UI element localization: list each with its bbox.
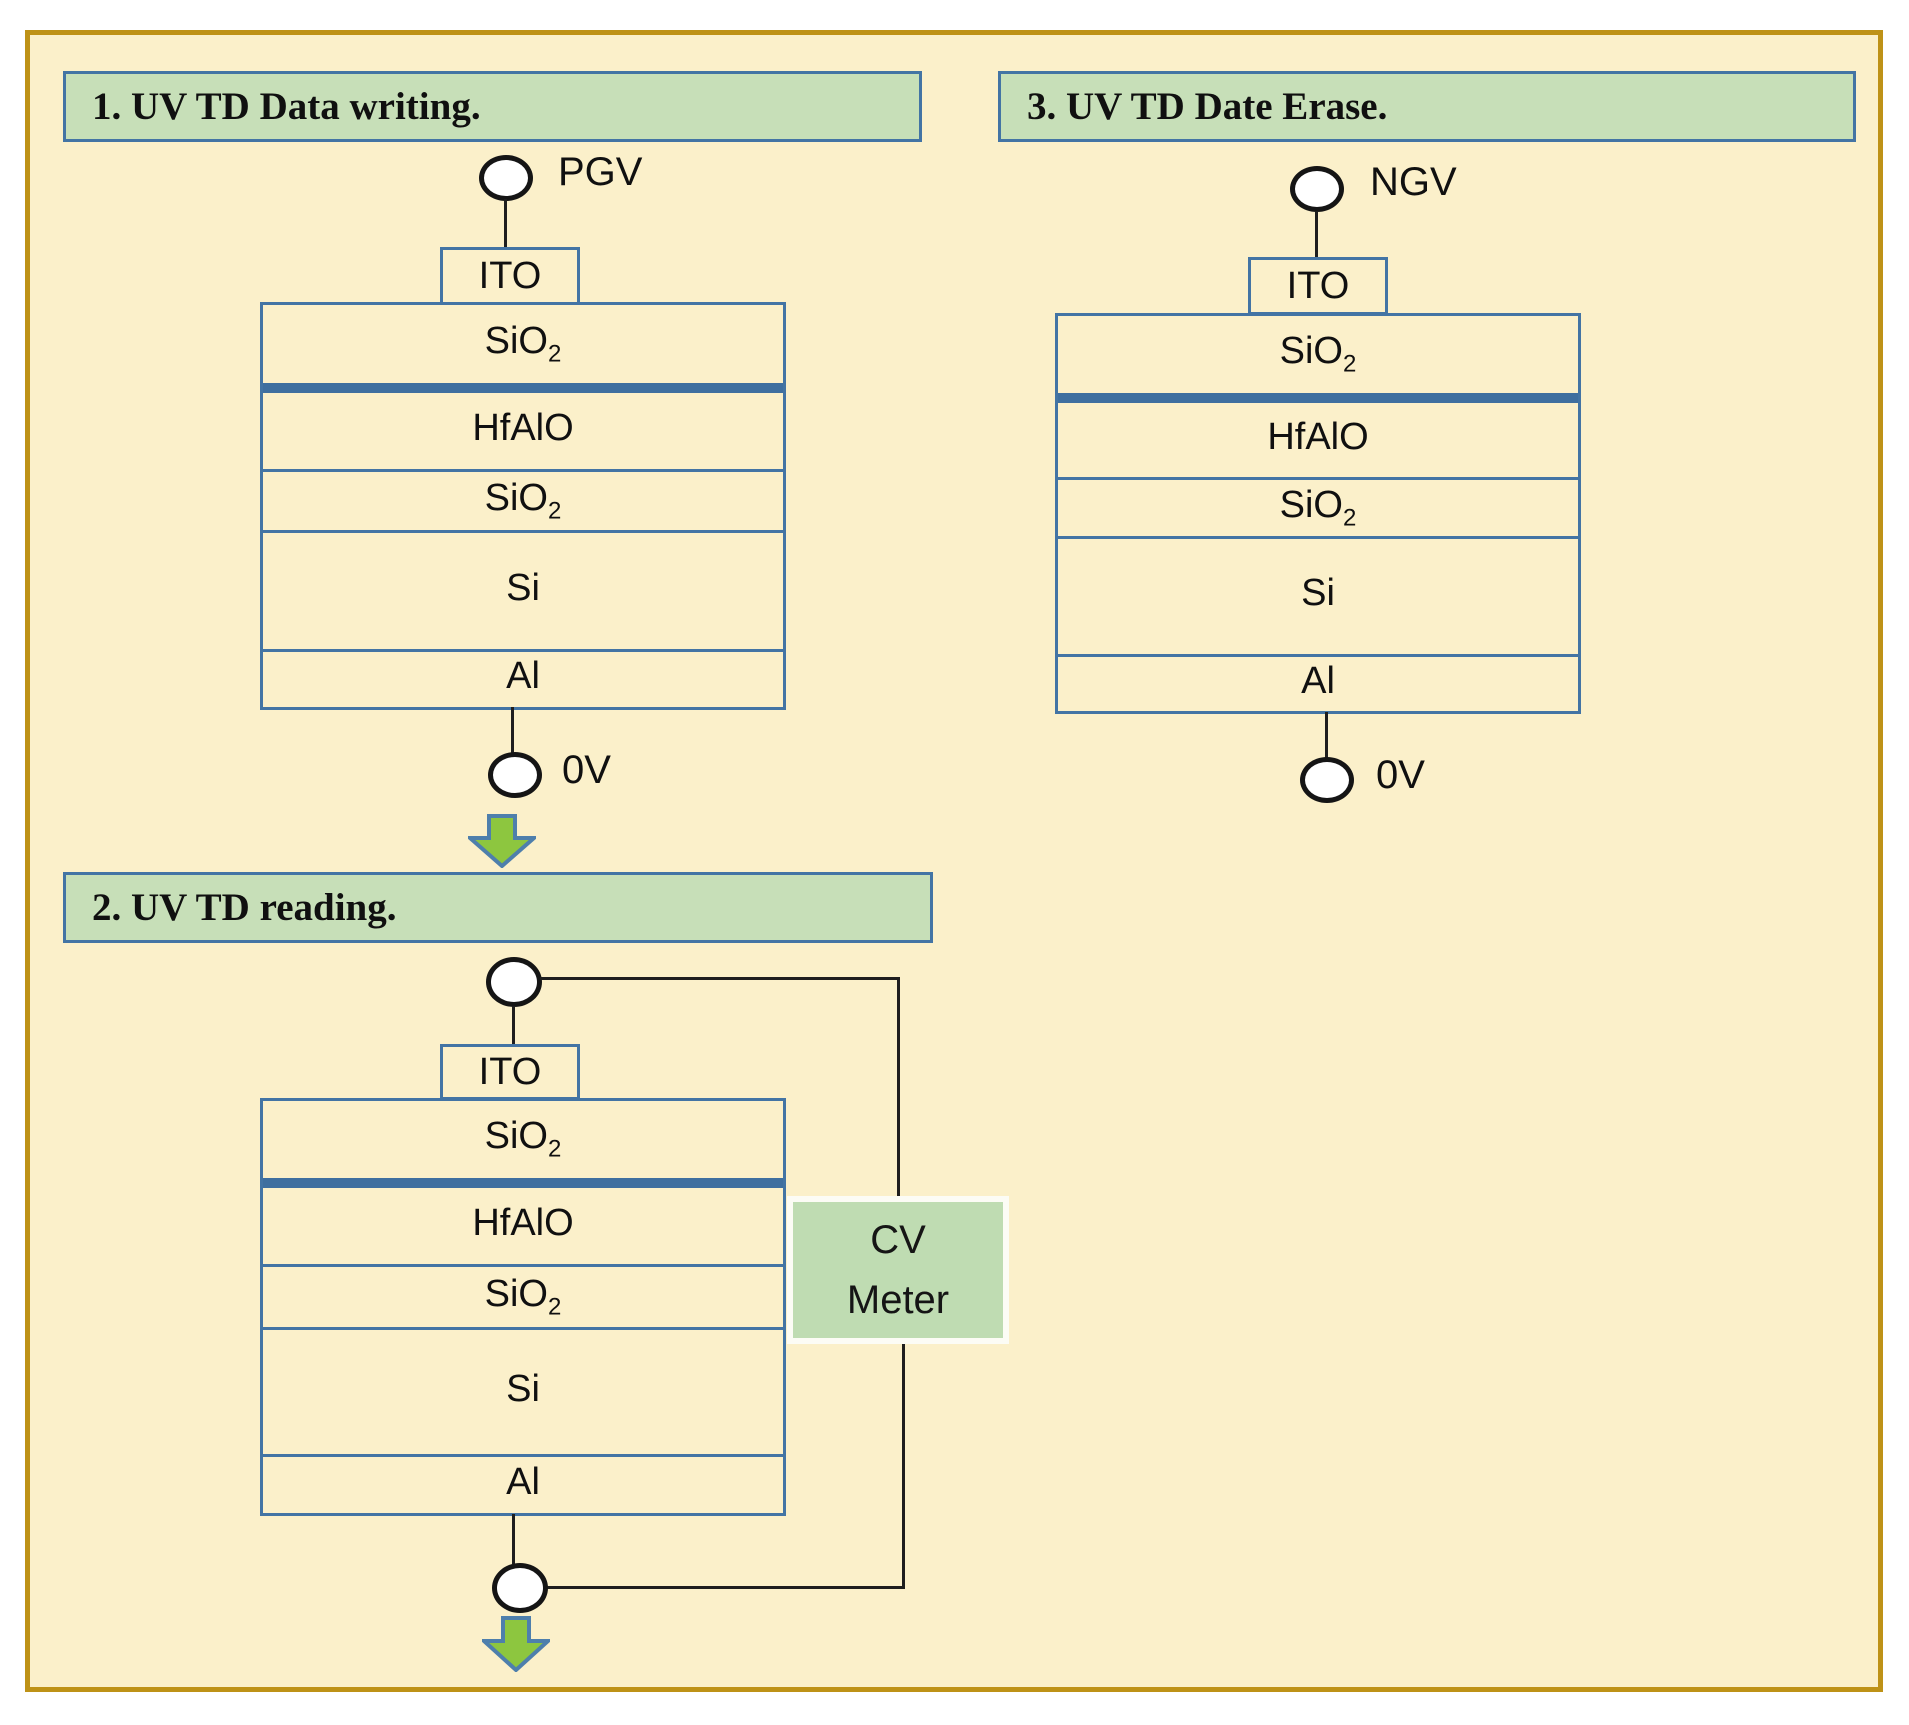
wire xyxy=(547,1586,905,1589)
thick-interface-divider xyxy=(1058,393,1578,403)
thick-interface-divider xyxy=(263,1178,783,1188)
banner-reading: 2. UV TD reading. xyxy=(63,872,933,943)
terminal-circle-0v-writing-icon xyxy=(488,752,542,798)
electrode-box-writing: ITO xyxy=(440,247,580,305)
wire xyxy=(504,199,507,247)
terminal-circle-pgv-icon xyxy=(479,155,533,201)
wire xyxy=(897,977,900,1200)
cv-meter-box: CV Meter xyxy=(787,1196,1009,1344)
wire xyxy=(1325,712,1328,758)
layer-hfalo: HfAlO xyxy=(263,1188,783,1267)
terminal-label-pgv: PGV xyxy=(558,150,643,194)
layer-stack-writing: SiO2 HfAlO SiO2 Si Al xyxy=(260,302,786,710)
banner-reading-title: 2. UV TD reading. xyxy=(92,886,397,929)
terminal-circle-ngv-icon xyxy=(1290,166,1344,212)
layer-al: Al xyxy=(506,1460,540,1503)
layer-si: Si xyxy=(263,533,783,652)
layer-si: Si xyxy=(1058,539,1578,657)
layer-al: Al xyxy=(506,655,540,698)
layer-sio2-top: SiO2 xyxy=(484,1115,562,1163)
terminal-label-0v-writing: 0V xyxy=(562,748,611,792)
layer-hfalo: HfAlO xyxy=(263,393,783,472)
layer-sio2-top: SiO2 xyxy=(484,319,562,368)
terminal-circle-reading-top-icon xyxy=(486,957,542,1007)
terminal-circle-reading-bottom-icon xyxy=(492,1563,548,1613)
electrode-box-erase: ITO xyxy=(1248,257,1388,315)
terminal-circle-0v-erase-icon xyxy=(1300,757,1354,803)
layer-hfalo: HfAlO xyxy=(1058,403,1578,480)
terminal-label-ngv: NGV xyxy=(1370,160,1457,204)
electrode-label: ITO xyxy=(478,254,542,297)
cv-meter-line1: CV xyxy=(870,1218,926,1262)
layer-stack-erase: SiO2 HfAlO SiO2 Si Al xyxy=(1055,313,1581,714)
layer-si: Si xyxy=(263,1330,783,1457)
layer-sio2-tunnel: SiO2 xyxy=(1058,480,1578,539)
wire xyxy=(902,1344,905,1588)
down-arrow-icon xyxy=(482,1616,550,1672)
banner-data-writing: 1. UV TD Data writing. xyxy=(63,71,922,142)
wire xyxy=(540,977,900,980)
down-arrow-icon xyxy=(468,814,536,868)
wire xyxy=(512,1006,515,1044)
banner-date-erase-title: 3. UV TD Date Erase. xyxy=(1027,85,1388,128)
diagram-frame xyxy=(25,30,1883,1692)
layer-stack-reading: SiO2 HfAlO SiO2 Si Al xyxy=(260,1098,786,1516)
cv-meter-line2: Meter xyxy=(846,1278,950,1322)
wire xyxy=(1315,211,1318,257)
electrode-box-reading: ITO xyxy=(440,1044,580,1100)
layer-sio2-top: SiO2 xyxy=(1279,330,1357,378)
layer-al: Al xyxy=(1301,659,1335,702)
terminal-label-0v-erase: 0V xyxy=(1376,753,1425,797)
banner-data-writing-title: 1. UV TD Data writing. xyxy=(92,85,481,128)
layer-sio2-tunnel: SiO2 xyxy=(263,472,783,533)
electrode-label: ITO xyxy=(478,1050,542,1093)
wire xyxy=(511,707,514,753)
electrode-label: ITO xyxy=(1286,264,1350,307)
banner-date-erase: 3. UV TD Date Erase. xyxy=(998,71,1856,142)
wire xyxy=(512,1514,515,1564)
layer-sio2-tunnel: SiO2 xyxy=(263,1267,783,1330)
thick-interface-divider xyxy=(263,383,783,393)
